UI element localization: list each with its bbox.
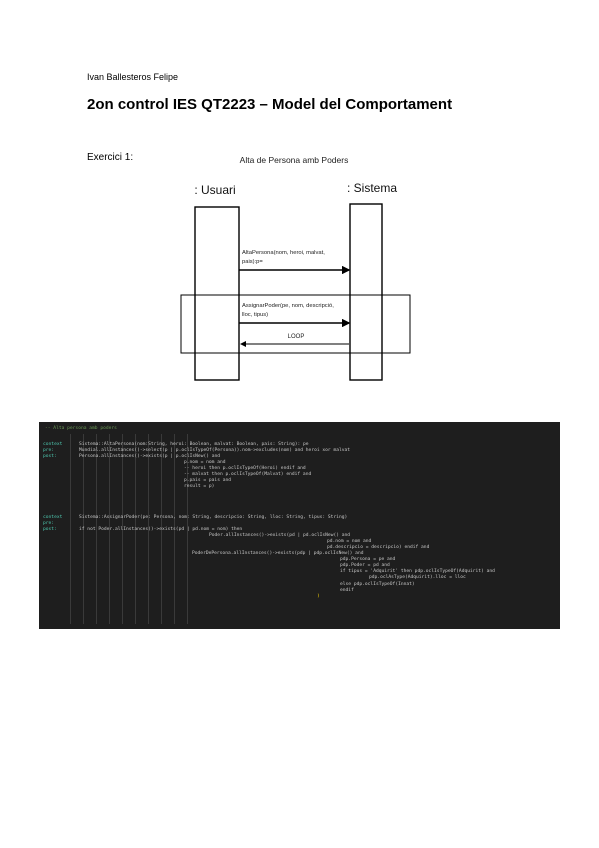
code-label: context [43,515,63,520]
message-altapersona-label-2: pais):p= [242,259,263,265]
indent-guide [161,434,162,624]
code-line: pdp.oclAsType(Adquirit).lloc = lloc [369,575,466,580]
code-line: pdp.Persona = pe and [340,557,396,562]
code-line: p.pais = pais and [184,478,232,483]
code-line: Sistema::AssignarPoder(pe: Persona, nom:… [79,515,348,520]
lifeline-usuari [194,206,240,381]
message-assignarpoder-label-2: lloc, tipus) [242,312,268,318]
lifeline-sistema [349,203,383,381]
code-line: if tipus = 'Adquirit' then pdp.oclIsType… [340,569,495,574]
indent-guide [109,434,110,624]
code-line: pd.descripcio = descripcio) endif and [327,545,430,550]
code-line: -- heroi then p.oclIsTypeOf(Heroi) endif… [184,466,306,471]
code-line: result = p) [184,484,215,489]
code-label: pre: [43,521,55,526]
code-line: ) [317,594,320,599]
code-line: pd.nom = nom and [327,539,372,544]
sequence-diagram: Alta de Persona amb Poders : Usuari : Si… [180,155,411,381]
indent-guide [70,434,71,624]
document-title: 2on control IES QT2223 – Model del Compo… [87,96,453,113]
indent-guide [96,434,97,624]
code-line: Persona.allInstances()->exists(p | p.ocl… [79,454,221,459]
code-line: Poder.allInstances()->exists(pd | pd.ocl… [209,533,351,538]
code-label: pre: [43,448,55,453]
exercise-label: Exercici 1: [87,152,134,163]
author-name: Ivan Ballesteros Felipe [87,72,179,82]
indent-guide [174,434,175,624]
indent-guide [148,434,149,624]
code-label: context [43,442,63,447]
code-label: post: [43,454,57,459]
code-screenshot: -- Alta persona amb poders context pre: … [39,422,560,629]
actor-label-usuari: : Usuari [194,183,235,197]
indent-guide [187,434,188,624]
indent-guide [83,434,84,624]
loop-frame [180,294,411,354]
message-assignarpoder-label: AssignarPoder(pe, nom, descripció, [242,303,334,309]
code-label: post: [43,527,57,532]
actor-label-sistema: : Sistema [347,181,397,195]
code-line: p.nom = nom and [184,460,226,465]
loop-label: LOOP [288,334,305,340]
code-line: Sistema::AltaPersona(nom:String, heroi: … [79,442,309,447]
code-line: Mundial.allInstances()->select(p | p.ocl… [79,448,351,453]
code-line: if not Poder.allInstances()->exists(pd |… [79,527,243,532]
indent-guide [135,434,136,624]
indent-guide [122,434,123,624]
code-line: -- malvat then p.oclIsTypeOf(Malvat) end… [184,472,312,477]
code-comment: -- Alta persona amb poders [45,426,117,431]
code-line: else pdp.oclIsTypeOf(Innat) [340,582,415,587]
code-line: pdp.Poder = pd and [340,563,390,568]
message-altapersona-label: AltaPersona(nom, heroi, malvat, [242,250,325,256]
diagram-title: Alta de Persona amb Poders [240,155,349,165]
code-line: PoderDePersona.allInstances()->exists(pd… [192,551,364,556]
code-line: endif [340,588,354,593]
